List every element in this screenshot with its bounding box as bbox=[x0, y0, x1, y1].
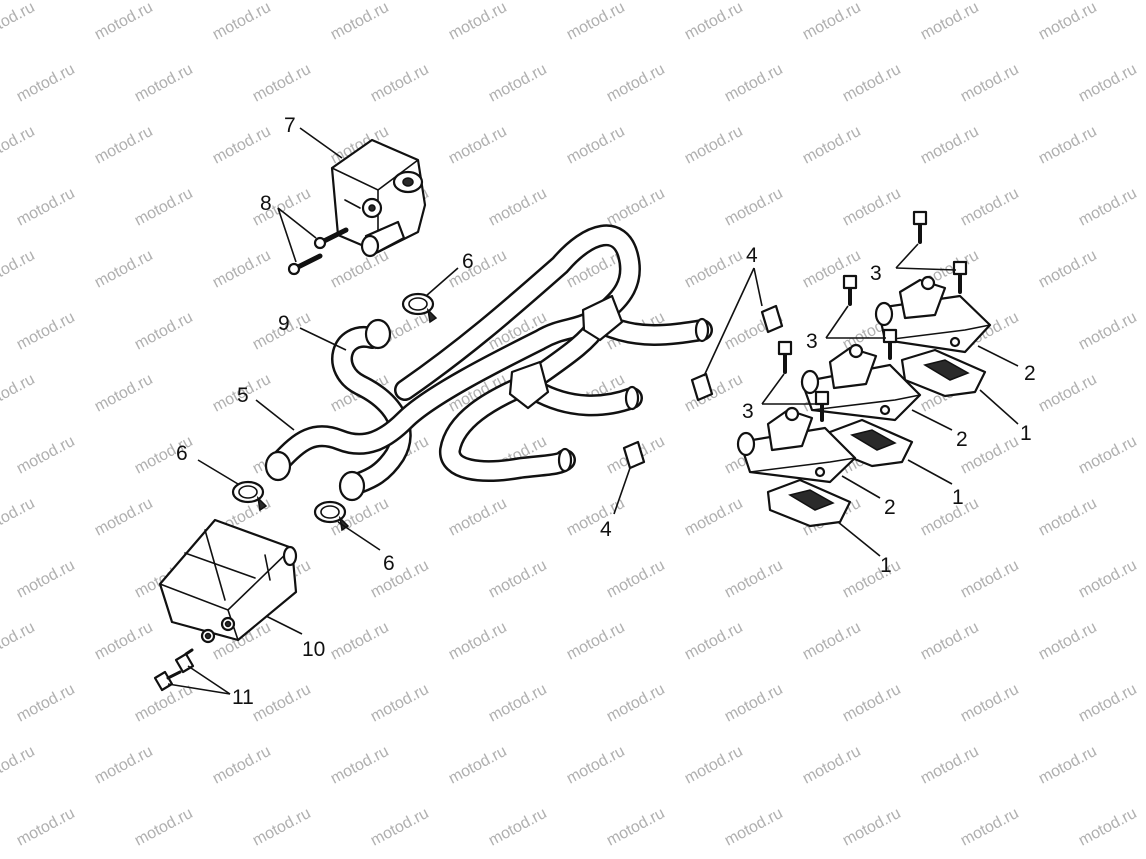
bolt-pair-11 bbox=[153, 648, 195, 692]
callout-labels: 7 8 6 9 5 6 6 10 11 4 4 3 3 3 2 2 2 1 1 … bbox=[176, 114, 1036, 709]
callout-3: 3 bbox=[806, 330, 818, 353]
callout-4: 4 bbox=[746, 244, 758, 267]
screw-pair-8 bbox=[287, 227, 349, 276]
valve-unit-lower bbox=[736, 406, 857, 484]
callout-2: 2 bbox=[956, 428, 968, 451]
callout-6: 6 bbox=[462, 250, 474, 273]
clips-4 bbox=[622, 304, 784, 470]
callout-6: 6 bbox=[383, 552, 395, 575]
gasket-lower bbox=[766, 478, 852, 528]
valve-assembly bbox=[330, 138, 427, 258]
valve-unit-middle bbox=[800, 343, 922, 422]
callout-2: 2 bbox=[1024, 362, 1036, 385]
callout-1: 1 bbox=[952, 486, 964, 509]
callout-3: 3 bbox=[742, 400, 754, 423]
hose-assembly bbox=[264, 224, 713, 502]
callout-2: 2 bbox=[884, 496, 896, 519]
callout-1: 1 bbox=[1020, 422, 1032, 445]
callout-11: 11 bbox=[232, 686, 254, 709]
callout-3: 3 bbox=[870, 262, 882, 285]
callout-8: 8 bbox=[260, 192, 272, 215]
callout-7: 7 bbox=[284, 114, 296, 137]
callout-6: 6 bbox=[176, 442, 188, 465]
callout-5: 5 bbox=[237, 384, 249, 407]
hose-clamps bbox=[231, 292, 438, 532]
callout-4: 4 bbox=[600, 518, 612, 541]
air-box bbox=[158, 518, 298, 644]
leader-lines bbox=[167, 127, 1019, 695]
bolts-3 bbox=[777, 210, 968, 422]
callout-9: 9 bbox=[278, 312, 290, 335]
callout-1: 1 bbox=[880, 554, 892, 577]
callout-10: 10 bbox=[302, 638, 325, 661]
